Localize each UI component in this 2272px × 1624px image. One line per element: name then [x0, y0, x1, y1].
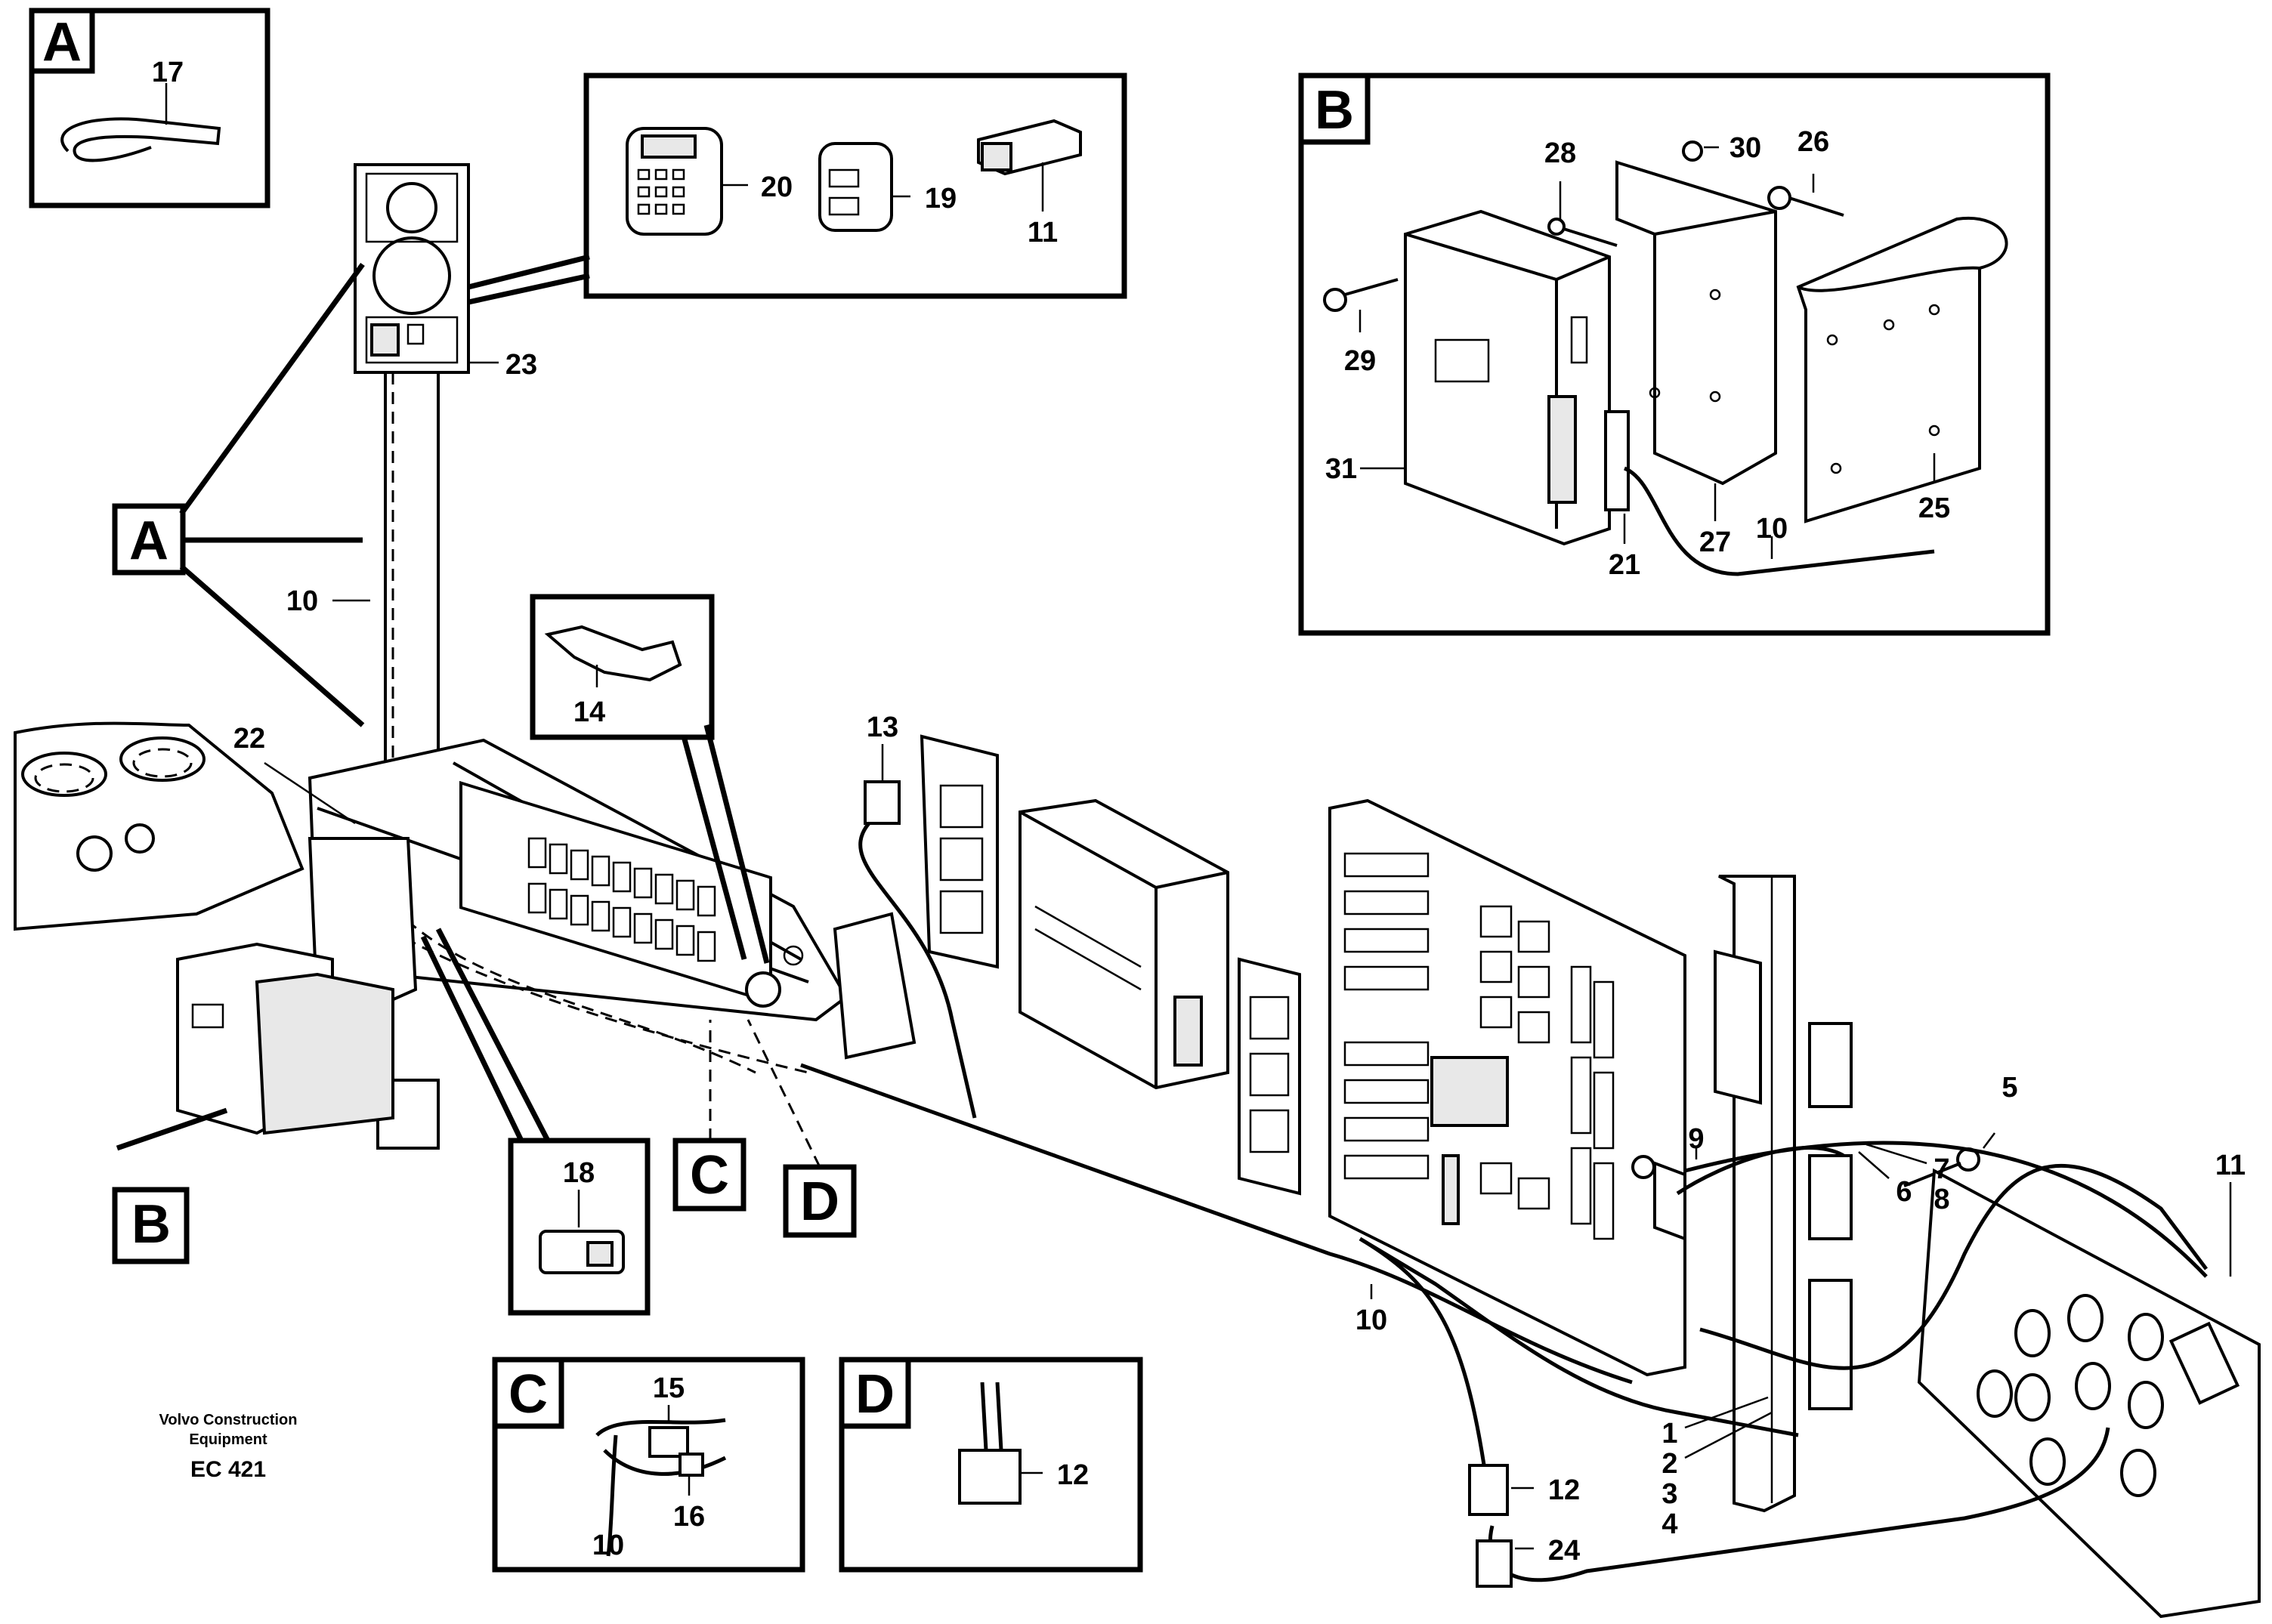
callout-2: 2 — [1661, 1448, 1677, 1480]
pointer-d-letter: D — [800, 1172, 839, 1232]
callout-30: 30 — [1730, 132, 1761, 164]
callout-14: 14 — [573, 696, 605, 728]
callout-11-main: 11 — [2215, 1150, 2246, 1181]
inset-b-letter: B — [1315, 80, 1354, 140]
connector-21-icon — [1604, 410, 1630, 511]
callout-31: 31 — [1325, 453, 1357, 485]
callout-26: 26 — [1798, 126, 1829, 158]
terminal-14-icon — [544, 625, 682, 682]
footer-code: EC 421 — [190, 1457, 266, 1482]
callout-7: 7 — [1934, 1153, 1949, 1185]
display-pole: 23 — [354, 163, 590, 782]
callout-12-inset: 12 — [1057, 1459, 1089, 1491]
callout-21: 21 — [1609, 549, 1640, 581]
cover-plate — [1917, 1168, 2261, 1619]
inset-b-control-unit: B 31 29 28 27 30 26 — [1298, 73, 2051, 636]
inset-c: C 15 16 10 — [492, 1357, 805, 1573]
control-unit-mount: B — [112, 942, 394, 1264]
callout-12-main: 12 — [1548, 1474, 1580, 1506]
callout-6: 6 — [1896, 1176, 1912, 1208]
callout-28: 28 — [1544, 137, 1576, 169]
harness-13-group: 13 — [858, 712, 1301, 1196]
footer-line2: Equipment — [189, 1431, 267, 1448]
callout-24: 24 — [1548, 1535, 1580, 1567]
switch-array — [527, 837, 716, 962]
inset-14-terminal: 14 — [530, 594, 770, 964]
connector-12-main — [1468, 1464, 1509, 1516]
footer-line1: Volvo Construction — [159, 1412, 298, 1428]
harness-10-inset-b — [1623, 466, 1935, 576]
callout-1: 1 — [1661, 1418, 1677, 1450]
bracket-9 — [1653, 1161, 1686, 1241]
callout-29: 29 — [1344, 345, 1376, 377]
ecu-box — [1019, 798, 1229, 1090]
callout-10-inset-b: 10 — [1756, 513, 1788, 545]
inset-c-letter: C — [508, 1364, 548, 1425]
fuse-blocks — [1808, 1022, 1853, 1410]
relay-board — [1328, 798, 1686, 1377]
main-harness-10 — [800, 1063, 2208, 1582]
pointers-c-d: C D — [672, 1019, 857, 1238]
inset-18-switch: 18 — [420, 928, 651, 1316]
callout-10-inset-c: 10 — [592, 1530, 624, 1561]
callout-23: 23 — [505, 349, 537, 381]
ignition-key-icon — [76, 835, 113, 872]
pointer-c-letter: C — [690, 1145, 729, 1206]
bracket-25 — [1796, 216, 2008, 523]
screw-29-icon — [1323, 288, 1347, 312]
callout-18: 18 — [563, 1157, 595, 1189]
callout-22: 22 — [233, 723, 265, 755]
footer: Volvo Construction Equipment EC 421 — [159, 1412, 298, 1482]
dashboard: 22 — [14, 721, 917, 1150]
knob-icon — [745, 971, 781, 1008]
callout-20: 20 — [761, 171, 793, 203]
speedometer-icon — [372, 236, 451, 315]
bolt-26-icon — [1767, 186, 1791, 210]
screw-28-icon — [1556, 225, 1618, 247]
callout-9: 9 — [1688, 1123, 1704, 1155]
connector-16-icon — [679, 1453, 704, 1477]
inset-d-letter: D — [855, 1364, 895, 1425]
steering-cover — [14, 721, 304, 931]
cable-tie-icon — [60, 117, 221, 162]
callout-3: 3 — [1661, 1478, 1677, 1510]
pointer-a-letter: A — [129, 511, 168, 571]
callout-4: 4 — [1661, 1508, 1677, 1540]
inset-d: D 12 — [839, 1357, 1143, 1573]
callout-11-top: 11 — [1028, 217, 1058, 249]
pointer-b-letter: B — [131, 1194, 171, 1255]
callout-17: 17 — [152, 57, 184, 88]
callout-27: 27 — [1699, 526, 1731, 558]
side-panel — [833, 912, 917, 1060]
bracket-27 — [1615, 160, 1777, 486]
callout-16: 16 — [673, 1501, 705, 1533]
relay-holder-lower — [1238, 957, 1301, 1196]
callout-13: 13 — [867, 712, 898, 743]
inset-a-cable-tie: A 17 — [29, 8, 270, 208]
callout-15: 15 — [653, 1372, 685, 1404]
right-callouts: 10 9 5 6 7 8 11 1 2 3 4 — [1355, 1072, 2246, 1540]
gauge-icon — [386, 182, 437, 233]
label-a-pointer: A 10 — [112, 262, 370, 727]
connector-24 — [1476, 1539, 1513, 1588]
callout-8: 8 — [1934, 1184, 1949, 1215]
connector-12-inset-icon — [958, 1449, 1022, 1505]
callout-10-pole: 10 — [286, 585, 318, 617]
inset-connectors: 20 19 11 — [583, 73, 1127, 299]
connector-15-icon — [648, 1426, 689, 1458]
inset-a-letter: A — [42, 12, 82, 73]
connector-11-main — [2168, 1321, 2240, 1405]
callout-5: 5 — [2002, 1072, 2017, 1104]
callout-10-main: 10 — [1355, 1304, 1387, 1336]
right-frame — [1631, 875, 2261, 1619]
connector-13-icon — [864, 780, 901, 825]
callout-25: 25 — [1918, 492, 1950, 524]
nut-30-icon — [1682, 140, 1703, 162]
connectors-12-24-main: 12 24 — [1468, 1464, 1580, 1588]
callout-19: 19 — [925, 183, 957, 215]
